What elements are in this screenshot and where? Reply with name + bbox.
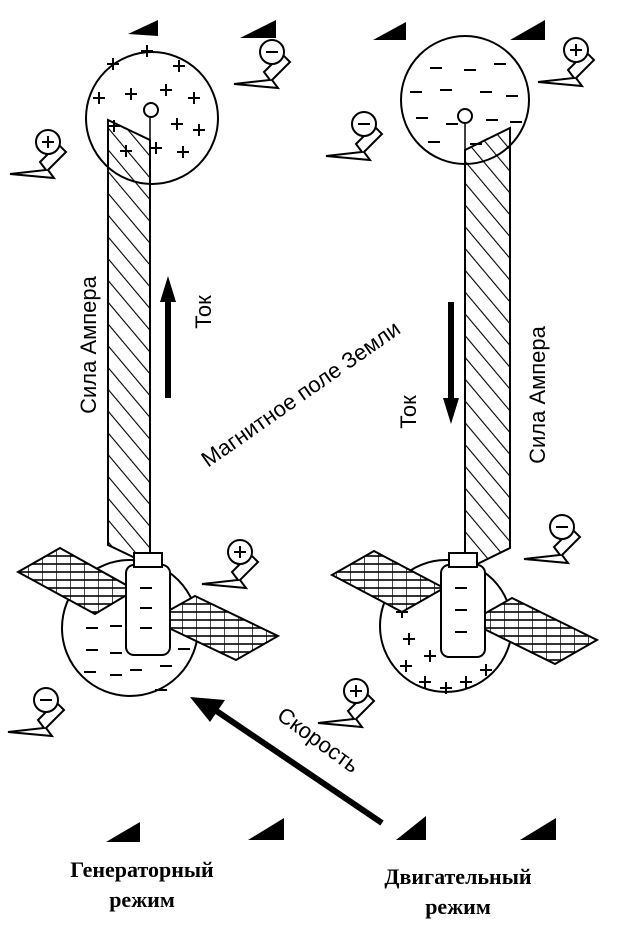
current-arrow-down <box>443 302 459 424</box>
generator-caption-line1: Генераторный <box>70 857 214 882</box>
field-markers <box>106 20 556 842</box>
solar-panel-left-b <box>149 594 281 662</box>
ampere-force-label-right: Сила Ампера <box>525 325 550 464</box>
tether-band-right <box>464 126 511 572</box>
ampere-force-label-left: Сила Ампера <box>76 275 101 414</box>
wedge-marker <box>106 822 140 842</box>
magnetic-field-label: Магнитное поле Земли <box>197 316 405 472</box>
wedge-marker <box>510 20 545 40</box>
ion-arrow-plus-1 <box>9 129 68 180</box>
ion-arrow-plus-2 <box>537 37 596 88</box>
wedge-marker <box>240 20 276 38</box>
current-label-right: Ток <box>396 395 421 429</box>
generator-caption-line2: режим <box>109 887 175 912</box>
ion-arrow-minus-3 <box>523 514 582 565</box>
ion-arrow-minus-1 <box>233 39 292 90</box>
wedge-marker <box>520 818 556 840</box>
wedge-marker <box>396 816 426 840</box>
solar-panel-right-b <box>467 596 600 666</box>
top-sphere-positive <box>85 51 219 185</box>
generator-mode-caption: Генераторный режим <box>42 855 242 915</box>
wedge-marker <box>373 22 406 40</box>
wedge-marker <box>128 20 158 36</box>
ion-arrow-minus-4 <box>7 687 66 738</box>
tether-anchor <box>143 102 159 118</box>
current-label-left: Ток <box>191 295 216 329</box>
generator-mode-group: Ток Сила Ампера <box>15 45 281 697</box>
velocity-arrow <box>190 697 384 826</box>
tether-anchor-right <box>457 108 473 124</box>
motor-mode-caption: Двигательный режим <box>358 862 558 922</box>
motor-caption-line1: Двигательный <box>384 864 532 889</box>
spacecraft-body-left <box>125 564 171 656</box>
wedge-marker <box>248 818 284 840</box>
motor-caption-line2: режим <box>425 894 491 919</box>
ion-arrows <box>7 37 596 738</box>
tether-band-left <box>107 118 151 567</box>
ion-arrow-plus-4 <box>317 678 376 729</box>
motor-mode-group: Ток Сила Ампера <box>329 35 600 694</box>
ion-arrow-plus-3 <box>201 539 260 590</box>
current-arrow-up <box>160 276 176 398</box>
ion-arrow-minus-2 <box>325 111 384 162</box>
